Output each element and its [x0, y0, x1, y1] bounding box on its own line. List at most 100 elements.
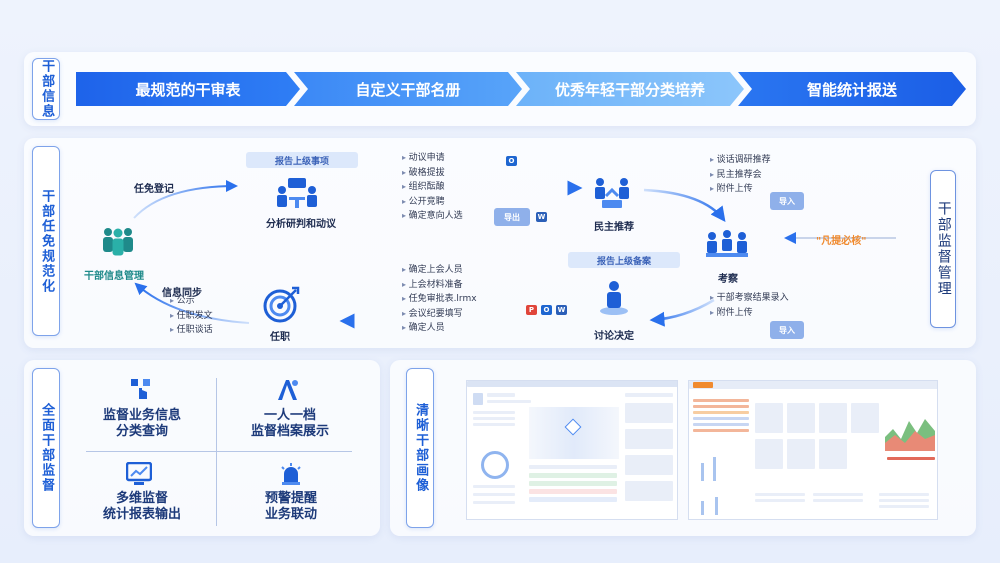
node-inspect[interactable]: 考察	[718, 274, 738, 285]
step-label: 智能统计报送	[806, 80, 897, 99]
node-analysis-motion[interactable]: 分析研判和动议	[266, 219, 336, 230]
target-icon	[263, 286, 300, 323]
shot-block	[473, 485, 515, 488]
node-appoint[interactable]: 任职	[270, 332, 290, 343]
shot-block	[473, 501, 515, 504]
full-supervision-tag-text: 全面干部监督	[39, 403, 55, 493]
list-meeting: 确定上会人员 上会材料准备 任免审批表.lrmx 会议纪要填写 确定人员	[402, 263, 477, 336]
shot-block	[625, 403, 673, 423]
cadre-info-tag: 干部信息	[32, 58, 60, 120]
list-item: 任职发文	[170, 309, 213, 324]
supervision-tag: 干部监督管理	[930, 170, 956, 328]
flow-arrows	[133, 180, 896, 329]
shot-card	[819, 439, 847, 469]
shot-block	[487, 400, 531, 403]
shot-block	[755, 493, 805, 496]
outlook-icon-2: O	[541, 305, 552, 315]
report-chart-icon	[126, 462, 152, 485]
cell-line: 预警提醒	[264, 491, 317, 506]
shot-ring	[481, 451, 509, 479]
outlook-icon: O	[506, 156, 517, 166]
step-custom-roster[interactable]: 自定义干部名册	[294, 72, 522, 106]
shot-bar-e	[693, 423, 749, 426]
cell-query[interactable]: 监督业务信息 分类查询	[96, 408, 188, 440]
list-item: 破格提拔	[402, 166, 463, 181]
node-democratic-recommend[interactable]: 民主推荐	[594, 222, 634, 233]
shot-card	[851, 403, 879, 433]
cell-line: 多维监督	[115, 491, 168, 506]
shot-block	[887, 457, 935, 460]
step-label: 优秀年轻干部分类培养	[554, 80, 705, 99]
shot-block	[625, 481, 673, 501]
shot-bar-a	[693, 399, 749, 402]
import-button-1[interactable]: 导入	[770, 192, 804, 210]
democratic-recommend-icon	[595, 178, 629, 208]
cadre-info-tag-text: 干部信息	[39, 59, 55, 119]
report-record-pill: 报告上级备案	[568, 252, 680, 268]
list-item: 民主推荐会	[710, 168, 771, 183]
arrow-register	[133, 180, 238, 219]
cell-archive[interactable]: 一人一档 监督档案展示	[242, 408, 338, 440]
cell-line: 一人一档	[263, 408, 316, 423]
full-supervision-tag: 全面干部监督	[32, 368, 60, 528]
import-button-2[interactable]: 导入	[770, 321, 804, 339]
group-people-icon	[103, 228, 133, 256]
shot-block	[625, 455, 673, 475]
step-standard-review-form[interactable]: 最规范的干审表	[76, 72, 300, 106]
shot-block	[473, 411, 515, 414]
shot-block	[813, 499, 863, 502]
portrait-screenshot-1[interactable]	[466, 380, 678, 520]
shot-block	[813, 493, 863, 496]
shot-block	[879, 499, 929, 502]
portrait-screenshot-2[interactable]	[688, 380, 938, 520]
node-info-management[interactable]: 干部信息管理	[84, 271, 144, 282]
step-label: 最规范的干审表	[135, 80, 241, 99]
cell-report[interactable]: 多维监督 统计报表输出	[96, 491, 188, 523]
person-file-icon	[278, 380, 298, 400]
export-button[interactable]: 导出	[494, 208, 530, 226]
step-label: 自定义干部名册	[355, 80, 461, 99]
shot-block	[473, 417, 515, 420]
list-inspect: 干部考察结果录入 附件上传	[710, 291, 789, 320]
cell-line: 监督档案展示	[250, 424, 329, 439]
list-item: 会议纪要填写	[402, 307, 477, 322]
cell-line: 监督业务信息	[102, 408, 181, 423]
list-motion: 动议申请 破格提拔 组织酝酿 公开竞聘 确定意向人选	[402, 151, 463, 224]
shot-card	[755, 403, 783, 433]
shot-block	[879, 505, 929, 508]
shot-column	[713, 457, 716, 481]
word-icon-2: W	[556, 305, 567, 315]
shot-column	[715, 497, 718, 515]
list-item: 附件上传	[710, 306, 789, 321]
shot-card	[819, 403, 847, 433]
node-discuss-decide[interactable]: 讨论决定	[594, 331, 634, 342]
shot-bar-c	[693, 411, 749, 414]
step-smart-statistics[interactable]: 智能统计报送	[738, 72, 966, 106]
list-item: 上会材料准备	[402, 278, 477, 293]
shot-column	[701, 501, 704, 515]
shot-block	[529, 465, 617, 469]
shot-bar-f	[693, 429, 749, 432]
pdf-icon: P	[526, 305, 537, 315]
cell-warning[interactable]: 预警提醒 业务联动	[248, 491, 334, 523]
shot-block	[529, 473, 617, 478]
list-item: 动议申请	[402, 151, 463, 166]
list-item: 公示	[170, 294, 213, 309]
shot-block	[529, 497, 617, 502]
list-item: 任免审批表.lrmx	[402, 292, 477, 307]
portrait-tag-text: 清晰干部画像	[413, 403, 429, 493]
shot-block	[625, 429, 673, 449]
list-item: 确定意向人选	[402, 209, 463, 224]
shot-column	[701, 463, 704, 481]
shot-block	[879, 493, 929, 496]
step-young-cadre-training[interactable]: 优秀年轻干部分类培养	[516, 72, 744, 106]
shot-logo	[693, 382, 713, 388]
label-appoint-register: 任免登记	[134, 184, 174, 195]
list-item: 干部考察结果录入	[710, 291, 789, 306]
appointment-tag-text: 干部任免规范化	[39, 188, 55, 294]
list-talk: 谈话调研推荐 民主推荐会 附件上传	[710, 153, 771, 197]
shot-card	[755, 439, 783, 469]
check-reminder-text: "凡提必核"	[816, 236, 867, 247]
shot-avatar	[473, 393, 483, 405]
shot-block	[473, 493, 515, 496]
